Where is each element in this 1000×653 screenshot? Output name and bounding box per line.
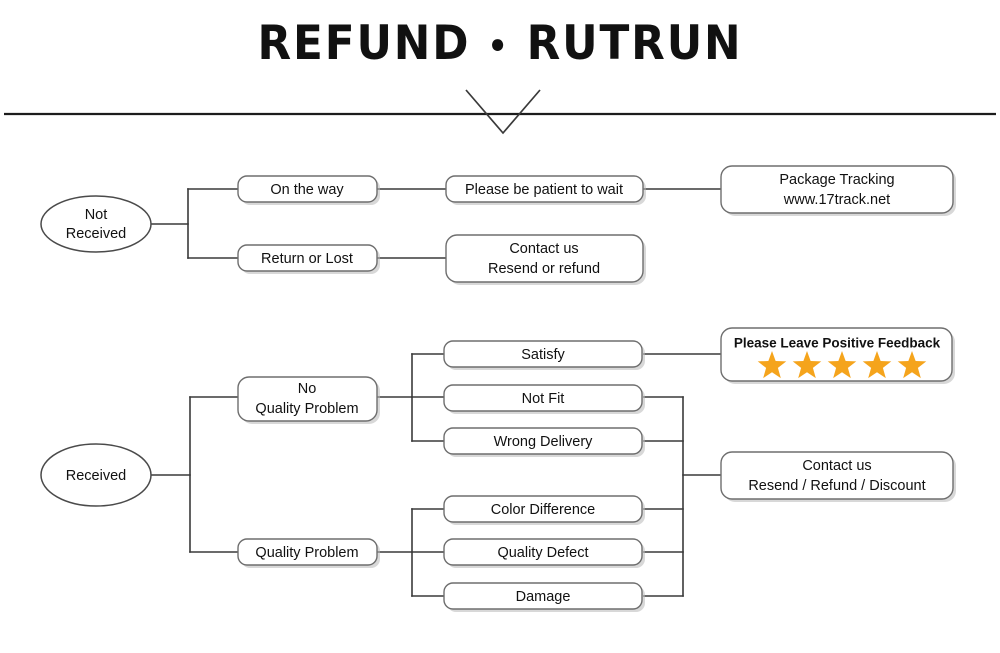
page-title: REFUND • RUTRUN: [35, 20, 965, 67]
branch-received: Received No Quality Problem Quality Prob…: [40, 327, 956, 612]
node-package-tracking-line1: Package Tracking: [779, 172, 894, 188]
node-leave-feedback[interactable]: [720, 327, 953, 382]
node-no-quality-problem-line1: No: [298, 381, 317, 397]
node-contact-us-1-line1: Contact us: [509, 241, 578, 257]
node-quality-problem-label: Quality Problem: [255, 545, 358, 561]
node-color-difference-label: Color Difference: [491, 502, 596, 518]
node-return-or-lost-label: Return or Lost: [261, 251, 353, 267]
node-return-or-lost[interactable]: [237, 244, 378, 272]
node-wrong-delivery-label: Wrong Delivery: [494, 434, 594, 450]
node-contact-us-resend-refund[interactable]: [445, 234, 644, 283]
node-contact-us-2-line1: Contact us: [802, 458, 871, 474]
node-not-received-line1: Not: [85, 207, 108, 223]
title-separator-dot: •: [487, 26, 510, 67]
node-not-received-line2: Received: [66, 226, 126, 242]
node-contact-us-2-line2: Resend / Refund / Discount: [748, 478, 925, 494]
branch-not-received: Not Received On the way Return or Lost P…: [40, 165, 956, 285]
title-left: REFUND: [257, 16, 471, 71]
star-icon: [897, 351, 927, 379]
star-icon: [827, 351, 857, 379]
node-received[interactable]: [40, 443, 152, 507]
node-be-patient[interactable]: [445, 175, 644, 203]
node-damage[interactable]: [443, 582, 643, 610]
node-feedback-label: Please Leave Positive Feedback: [734, 336, 941, 351]
node-contact-us-discount[interactable]: [720, 451, 954, 500]
node-package-tracking-line2: www.17track.net: [783, 192, 890, 208]
node-be-patient-label: Please be patient to wait: [465, 182, 623, 198]
node-not-fit[interactable]: [443, 384, 643, 412]
node-satisfy[interactable]: [443, 340, 643, 368]
title-right: RUTRUN: [526, 16, 743, 71]
star-icon: [862, 351, 892, 379]
page-header: REFUND • RUTRUN: [0, 0, 1000, 114]
node-received-label: Received: [66, 468, 126, 484]
node-no-quality-problem[interactable]: [237, 376, 378, 422]
node-not-fit-label: Not Fit: [522, 391, 565, 407]
node-satisfy-label: Satisfy: [521, 347, 565, 363]
node-color-difference[interactable]: [443, 495, 643, 523]
node-contact-us-1-line2: Resend or refund: [488, 261, 600, 277]
node-quality-defect-label: Quality Defect: [497, 545, 588, 561]
node-on-the-way[interactable]: [237, 175, 378, 203]
star-icon: [792, 351, 822, 379]
node-quality-defect[interactable]: [443, 538, 643, 566]
node-no-quality-problem-line2: Quality Problem: [255, 401, 358, 417]
chevron-down-icon: [465, 89, 541, 135]
node-damage-label: Damage: [516, 589, 571, 605]
star-rating: [757, 351, 927, 379]
node-quality-problem[interactable]: [237, 538, 378, 566]
node-not-received[interactable]: [40, 195, 152, 253]
node-package-tracking[interactable]: [720, 165, 954, 214]
node-wrong-delivery[interactable]: [443, 427, 643, 455]
node-on-the-way-label: On the way: [270, 182, 344, 198]
star-icon: [757, 351, 787, 379]
